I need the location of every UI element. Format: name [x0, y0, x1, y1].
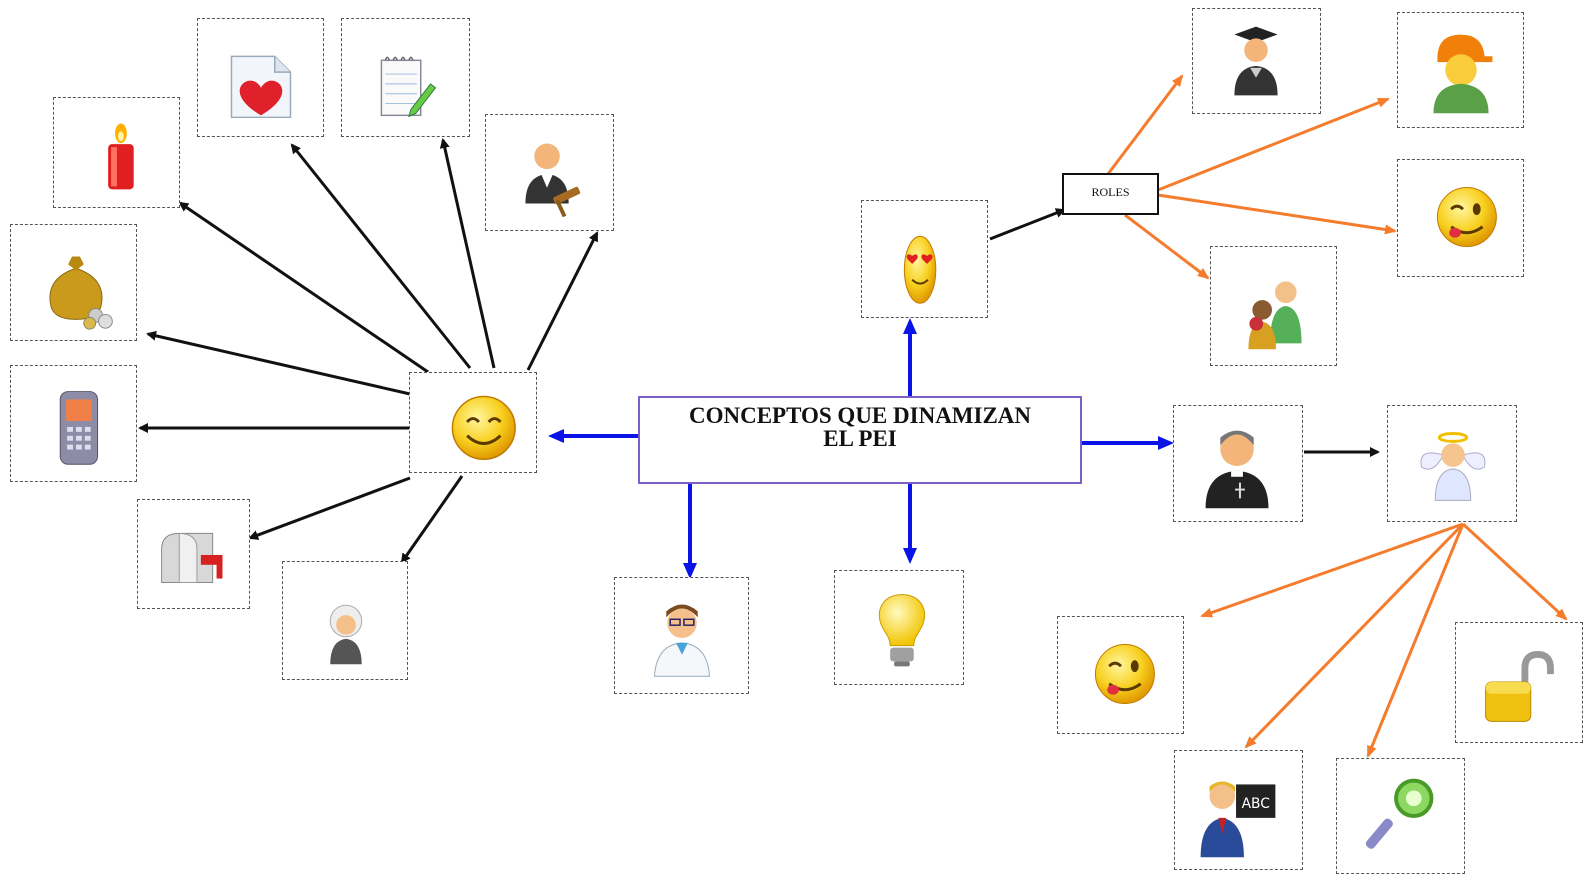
svg-text:ABC: ABC	[1242, 796, 1270, 812]
judge-gavel-icon	[485, 114, 614, 231]
arrow-roles-to-student	[1157, 97, 1390, 192]
winking-tongue-face-icon	[1397, 159, 1524, 277]
arrow-smiley-to-moneybag	[146, 330, 411, 396]
student-cap-icon	[1397, 12, 1524, 128]
magnifier-icon	[1336, 758, 1465, 874]
arrow-roles-to-wink	[1157, 193, 1397, 235]
winking-tongue-face-icon	[1057, 616, 1184, 734]
central-concept-title: CONCEPTOS QUE DINAMIZAN EL PEI	[688, 403, 1032, 451]
arrow-roles-to-group	[1124, 213, 1210, 280]
doctor-icon	[614, 577, 749, 694]
central-concept-box: CONCEPTOS QUE DINAMIZAN EL PEI	[638, 396, 1082, 484]
arrow-angel-to-teacher	[1244, 522, 1465, 749]
scientist-icon	[282, 561, 408, 680]
notepad-pencil-icon	[341, 18, 470, 137]
heart-document-icon	[197, 18, 324, 137]
money-bag-icon	[10, 224, 137, 341]
graduate-icon	[1192, 8, 1321, 114]
arrow-loveface-to-roles	[989, 208, 1066, 241]
heart-eyes-face-icon	[861, 200, 988, 318]
open-padlock-icon	[1455, 622, 1583, 743]
arrow-smiley-to-notepad	[439, 138, 496, 369]
arrow-angel-to-padlock	[1461, 522, 1568, 621]
roles-box: ROLES	[1062, 173, 1159, 215]
roles-label: ROLES	[1091, 185, 1130, 199]
group-people-icon	[1210, 246, 1337, 366]
angel-icon	[1387, 405, 1517, 522]
candle-icon	[53, 97, 180, 208]
arrow-smiley-to-mailbox	[248, 476, 411, 540]
arrow-angel-to-wink	[1200, 522, 1464, 618]
smiling-face-icon	[409, 372, 537, 473]
arrow-smiley-to-scientist	[400, 475, 464, 564]
mobile-phone-icon	[10, 365, 137, 482]
lightbulb-icon	[834, 570, 964, 685]
arrow-angel-to-magnifier	[1366, 523, 1465, 758]
arrow-roles-to-graduate	[1106, 74, 1184, 175]
priest-icon	[1173, 405, 1303, 522]
arrow-smiley-to-judge	[526, 231, 599, 371]
arrow-smiley-to-loveletter	[290, 143, 472, 369]
teacher-abc-icon: ABC	[1174, 750, 1303, 870]
mailbox-icon	[137, 499, 250, 609]
arrow-smiley-to-candle	[178, 201, 429, 374]
